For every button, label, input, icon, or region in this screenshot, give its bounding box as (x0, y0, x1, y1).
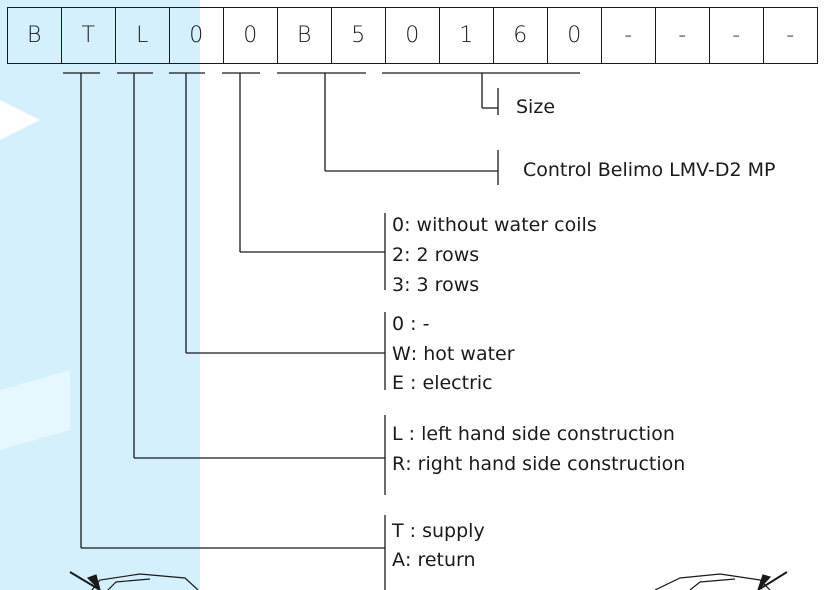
code-box: 0 (222, 7, 278, 64)
watermark-polygon (0, 0, 200, 590)
control-label: Control Belimo LMV-D2 MP (523, 159, 776, 181)
right-sketch-body (654, 573, 771, 590)
left-arrow-line (69, 571, 101, 590)
option-item: 3: 3 rows (392, 274, 480, 296)
watermark-notch (0, 100, 40, 140)
option-item: W: hot water (392, 343, 515, 365)
right-arrow-head (757, 574, 772, 590)
option-item: T : supply (392, 520, 485, 542)
option-item: L : left hand side construction (392, 423, 675, 445)
code-box: 0 (546, 7, 602, 64)
code-box: 0 (168, 7, 224, 64)
code-box: 5 (330, 7, 386, 64)
option-item: E : electric (392, 372, 493, 394)
option-item: A: return (392, 549, 476, 571)
code-box: B (6, 7, 62, 64)
code-box: L (114, 7, 170, 64)
code-box: 1 (438, 7, 494, 64)
connector-lines (63, 72, 580, 590)
code-box: - (654, 7, 710, 64)
code-box: B (276, 7, 332, 64)
right-unit-sketch (654, 571, 788, 590)
code-box: - (762, 7, 818, 64)
right-sketch-inner (689, 578, 736, 590)
option-item: 0: without water coils (392, 214, 597, 236)
left-sketch-body (91, 573, 199, 590)
left-sketch-inner (107, 578, 151, 590)
watermark-notch-lower (0, 370, 70, 450)
left-unit-sketch (69, 571, 199, 590)
left-arrow-head (86, 574, 101, 590)
option-item: 2: 2 rows (392, 244, 480, 266)
code-box: - (600, 7, 656, 64)
size-label: Size (516, 96, 556, 118)
option-item: R: right hand side construction (392, 453, 686, 475)
option-item: 0 : - (392, 313, 430, 335)
code-box: T (60, 7, 116, 64)
right-arrow-line (757, 571, 788, 590)
code-box: 0 (384, 7, 440, 64)
code-box: - (708, 7, 764, 64)
code-box: 6 (492, 7, 548, 64)
